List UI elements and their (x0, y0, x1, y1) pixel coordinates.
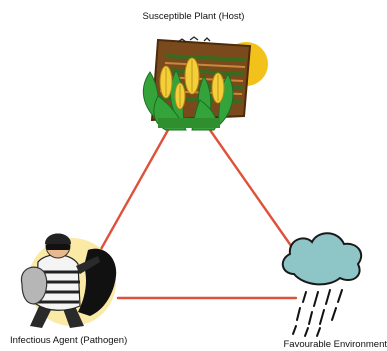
disease-triangle (96, 130, 296, 298)
edge-host-pathogen (96, 130, 168, 258)
environment-label: Favourable Environment (284, 339, 387, 351)
pathogen-label: Infectious Agent (Pathogen) (10, 335, 127, 347)
rain-cloud-icon (283, 233, 361, 336)
wheat-field-icon (143, 37, 268, 130)
edge-host-environment (210, 130, 294, 250)
host-label: Susceptible Plant (Host) (0, 11, 387, 23)
